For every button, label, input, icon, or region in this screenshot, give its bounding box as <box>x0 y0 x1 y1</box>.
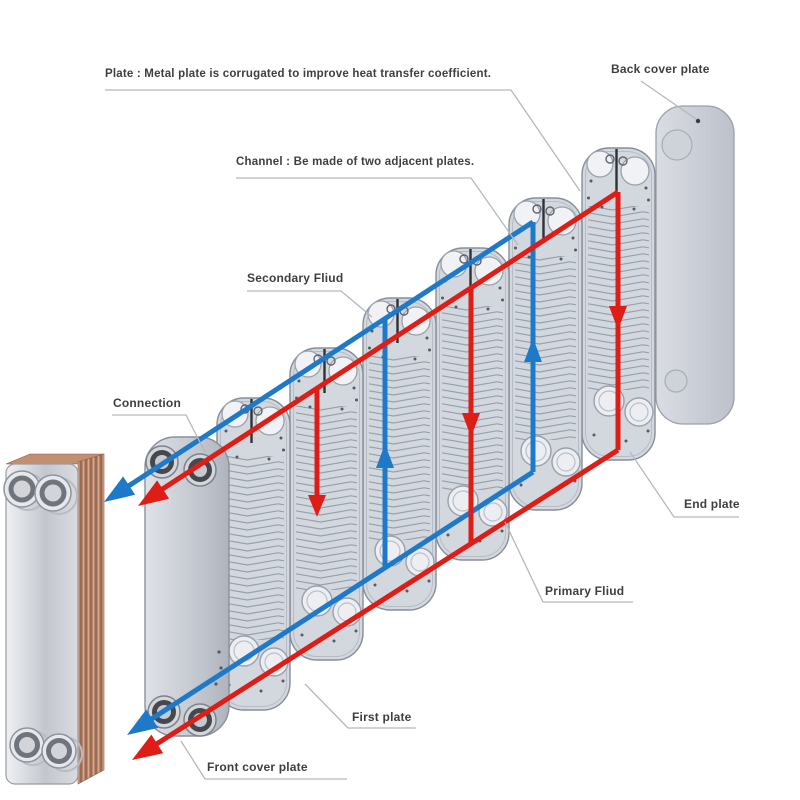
leader-lines <box>105 80 739 780</box>
label-end-plate: End plate <box>684 497 740 511</box>
corrugated-plate-2 <box>288 346 365 662</box>
label-connection: Connection <box>113 396 181 410</box>
label-plate-note: Plate : Metal plate is corrugated to imp… <box>105 68 492 80</box>
label-back-cover-plate: Back cover plate <box>611 62 710 76</box>
label-channel-note: Channel : Be made of two adjacent plates… <box>236 156 475 168</box>
leader-plate-note <box>105 89 581 192</box>
leader-back-cover-plate <box>640 80 697 120</box>
leader-front-cover-plate <box>180 740 347 780</box>
brazed-unit-ports <box>3 470 83 772</box>
corrugated-plate-5 <box>507 196 584 512</box>
leader-secondary-fluid <box>247 290 373 318</box>
label-front-cover-plate: Front cover plate <box>207 760 308 774</box>
primary-flow-lines <box>132 189 627 760</box>
brazed-heat-exchanger <box>3 453 105 785</box>
leader-channel-note <box>236 177 519 246</box>
label-first-plate: First plate <box>352 710 412 724</box>
back-cover-plate-shape <box>655 105 735 425</box>
label-primary-fluid: Primary Fliud <box>545 584 625 598</box>
label-secondary-fluid: Secondary Fliud <box>247 271 344 285</box>
leader-primary-fluid <box>504 521 633 603</box>
corrugated-plate-3 <box>361 296 438 612</box>
leader-first-plate <box>304 683 416 729</box>
leader-end-plate <box>629 451 739 518</box>
leader-connection <box>112 414 206 453</box>
